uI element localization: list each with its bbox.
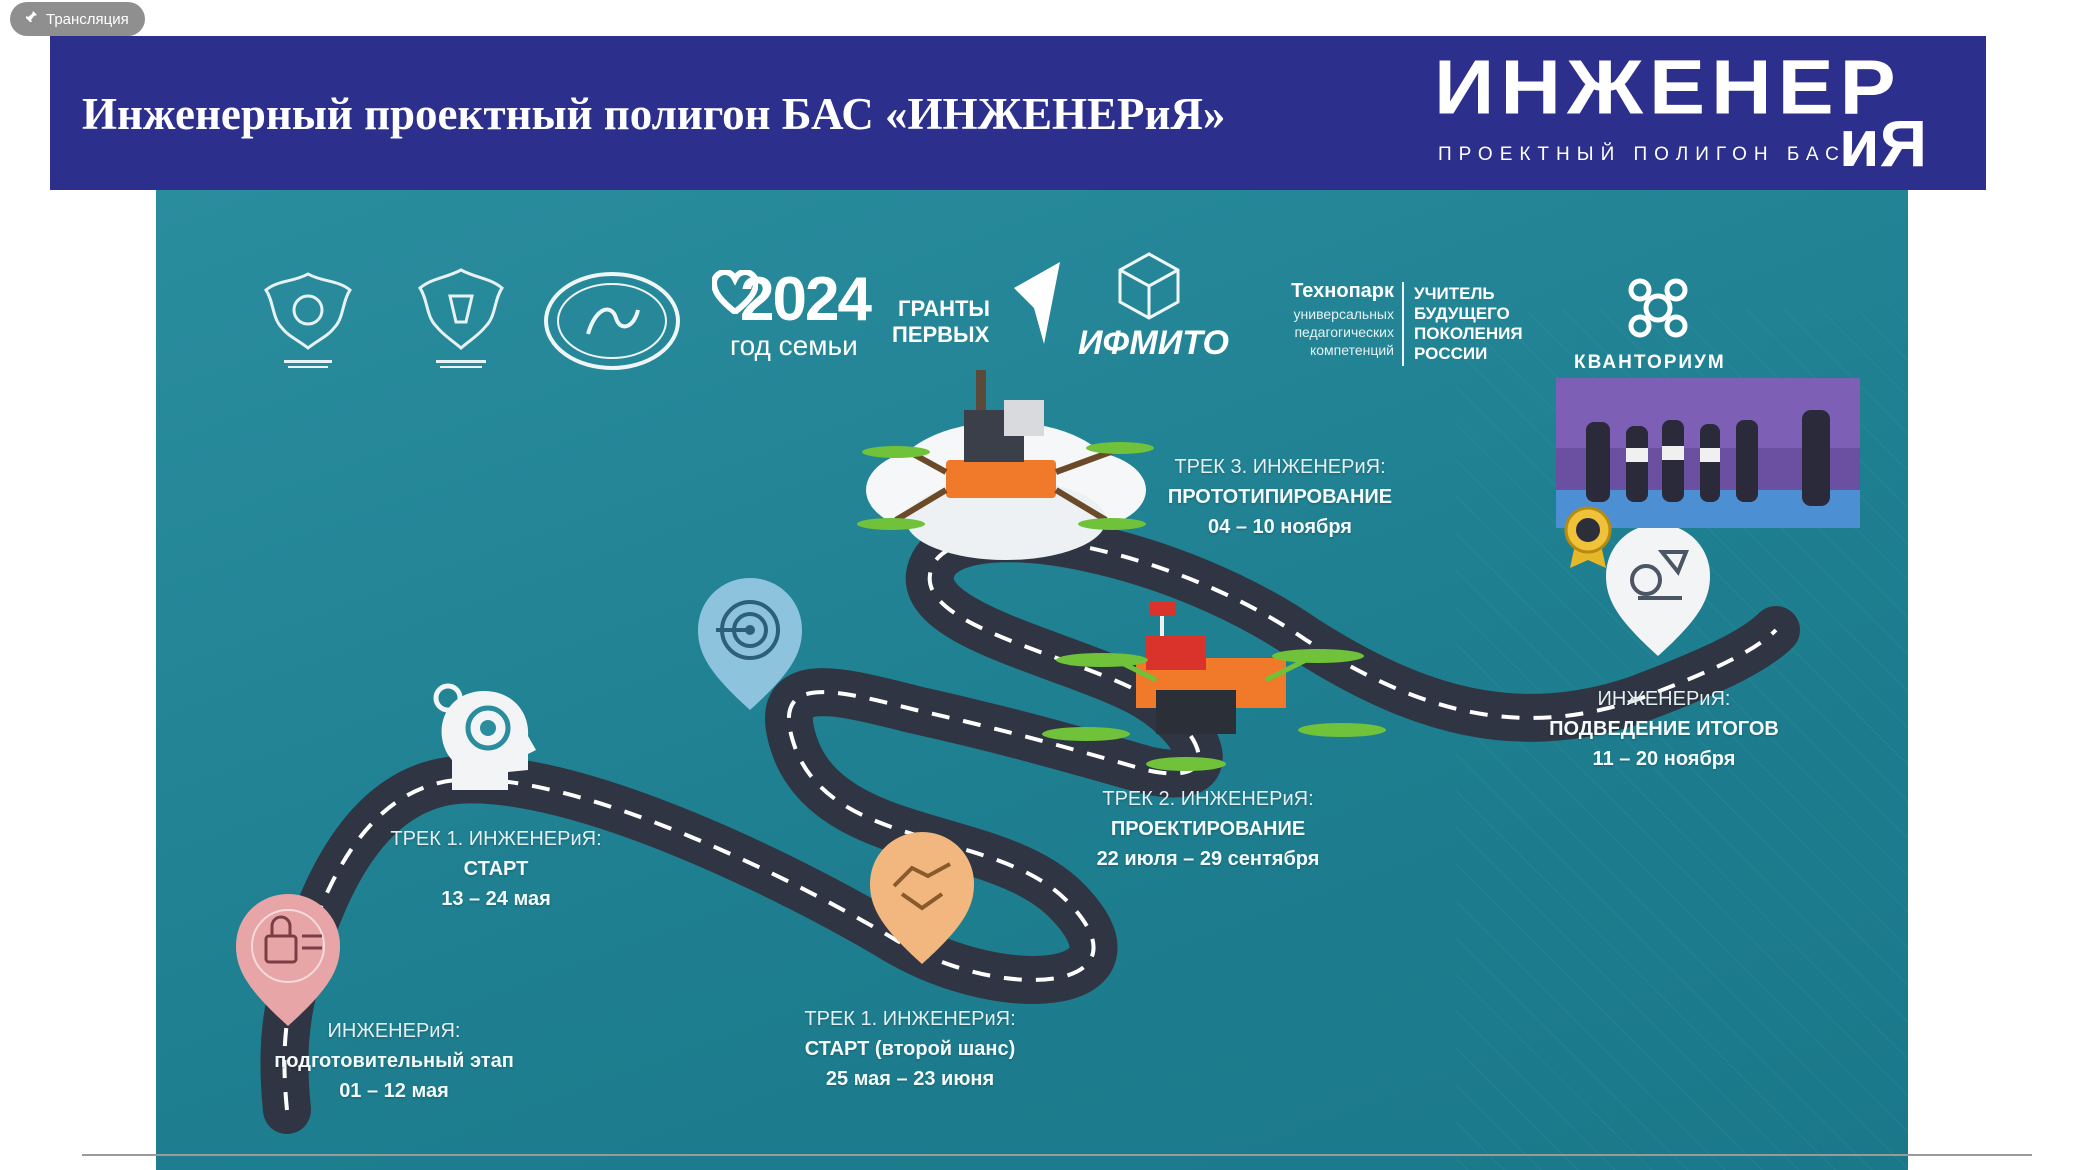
technopark-sub1: универсальных [1293, 306, 1394, 322]
year-number: 2024 [740, 265, 872, 334]
pin-icon [24, 10, 38, 28]
logo-ifmito: ИФМИТО [1078, 250, 1229, 370]
milestone-start-second-chance: ТРЕК 1. ИНЖЕНЕРиЯ: СТАРТ (второй шанс) 2… [804, 1004, 1015, 1094]
cube-icon [1118, 252, 1180, 320]
pin-results [1606, 524, 1710, 656]
roadmap-slide: 2024 год семьи ГРАНТЫ ПЕРВЫХ ИФМИТО Техн… [156, 190, 1908, 1170]
technopark-sub3: компетенций [1309, 342, 1394, 358]
kvantorium-text: КВАНТОРИУМ [1574, 352, 1726, 373]
milestone-stage: ПРОТОТИПИРОВАНИЕ [1167, 486, 1393, 508]
milestone-results: ИНЖЕНЕРиЯ: ПОДВЕДЕНИЕ ИТОГОВ 11 – 20 ноя… [1549, 684, 1779, 774]
bottom-divider [82, 1154, 2032, 1156]
arrow-icon [1014, 262, 1060, 344]
teacher-line3: ПОКОЛЕНИЯ [1414, 324, 1523, 343]
emblem-ministry-prosveshcheniya [248, 256, 368, 376]
handshake-icon [892, 862, 951, 911]
design-drone-illustration [1042, 602, 1386, 771]
technopark-sub2: педагогических [1294, 324, 1394, 340]
pin-preparation [236, 894, 340, 1026]
teacher-line1: УЧИТЕЛЬ [1414, 284, 1495, 303]
milestone-dates: 11 – 20 ноября [1592, 748, 1736, 770]
atom-icon [1628, 278, 1688, 338]
year-caption: год семьи [730, 330, 858, 361]
university-seal [542, 270, 682, 372]
logo-divider [1402, 282, 1404, 366]
gear-icon [465, 705, 511, 751]
milestone-preparation: ИНЖЕНЕРиЯ: подготовительный этап 01 – 12… [274, 1016, 514, 1106]
milestone-stage: ПРОЕКТИРОВАНИЕ [1110, 818, 1306, 840]
heart-icon [712, 270, 758, 314]
ifmito-text: ИФМИТО [1078, 324, 1229, 362]
logo-grants-pervykh: ГРАНТЫ ПЕРВЫХ [892, 258, 1062, 368]
milestone-track: ТРЕК 1. ИНЖЕНЕРиЯ: [390, 828, 602, 850]
emblem-ministry-nauki [406, 256, 516, 376]
milestone-dates: 25 мая – 23 июня [825, 1068, 995, 1090]
pin-handshake [870, 832, 974, 964]
milestone-stage: подготовительный этап [274, 1050, 514, 1072]
milestone-track: ИНЖЕНЕРиЯ: [327, 1020, 461, 1042]
milestone-stage: СТАРТ [463, 858, 529, 880]
grants-line1: ГРАНТЫ [898, 296, 990, 321]
medal-icon [1564, 506, 1612, 568]
logo-teacher-of-future: УЧИТЕЛЬ БУДУЩЕГО ПОКОЛЕНИЯ РОССИИ [1414, 284, 1554, 374]
logo-year-of-family: 2024 год семьи [712, 264, 872, 374]
milestone-dates: 01 – 12 мая [339, 1080, 449, 1102]
brand-word: ИНЖЕНЕР [1434, 43, 1902, 130]
logo-technopark: Технопарк универсальных педагогических к… [1244, 280, 1394, 370]
milestone-prototyping: ТРЕК 3. ИНЖЕНЕРиЯ: ПРОТОТИПИРОВАНИЕ 04 –… [1168, 452, 1392, 542]
road-center-line [282, 536, 1778, 1111]
milestone-dates: 13 – 24 мая [441, 888, 551, 910]
broadcast-label: Трансляция [46, 10, 129, 28]
milestone-track: ИНЖЕНЕРиЯ: [1597, 688, 1731, 710]
milestone-stage: ПОДВЕДЕНИЕ ИТОГОВ [1549, 718, 1779, 740]
roadmap-road [236, 370, 1860, 1134]
milestone-design: ТРЕК 2. ИНЖЕНЕРиЯ: ПРОЕКТИРОВАНИЕ 22 июл… [1097, 784, 1320, 874]
teacher-line2: БУДУЩЕГО [1414, 304, 1510, 323]
pin-target [698, 578, 802, 710]
milestone-track: ТРЕК 1. ИНЖЕНЕРиЯ: [804, 1008, 1016, 1030]
pin-start [433, 683, 536, 790]
lock-icon [264, 934, 298, 964]
logo-kvantorium: КВАНТОРИУМ [1574, 268, 1744, 378]
brand-subtitle: ПРОЕКТНЫЙ ПОЛИГОН БАС [1438, 144, 1846, 165]
milestone-track: ТРЕК 3. ИНЖЕНЕРиЯ: [1174, 456, 1386, 478]
milestone-dates: 22 июля – 29 сентября [1096, 848, 1320, 870]
brand-suffix: иЯ [1839, 106, 1928, 180]
prototype-drone-illustration [857, 370, 1154, 530]
grants-line2: ПЕРВЫХ [892, 322, 990, 347]
slide-header: Инженерный проектный полигон БАС «ИНЖЕНЕ… [50, 36, 1986, 190]
milestone-start: ТРЕК 1. ИНЖЕНЕРиЯ: СТАРТ 13 – 24 мая [390, 824, 601, 914]
technopark-title: Технопарк [1291, 280, 1394, 302]
milestone-dates: 04 – 10 ноября [1208, 516, 1352, 538]
milestone-track: ТРЕК 2. ИНЖЕНЕРиЯ: [1102, 788, 1314, 810]
slide-title: Инженерный проектный полигон БАС «ИНЖЕНЕ… [82, 89, 1226, 139]
brand-logo: ИНЖЕНЕР иЯ ПРОЕКТНЫЙ ПОЛИГОН БАС [1434, 48, 1964, 184]
award-icon [1630, 564, 1662, 596]
teacher-line4: РОССИИ [1414, 344, 1488, 363]
award-ceremony-photo [1556, 378, 1860, 528]
milestone-stage: СТАРТ (второй шанс) [804, 1038, 1016, 1060]
broadcast-chip[interactable]: Трансляция [10, 2, 145, 36]
